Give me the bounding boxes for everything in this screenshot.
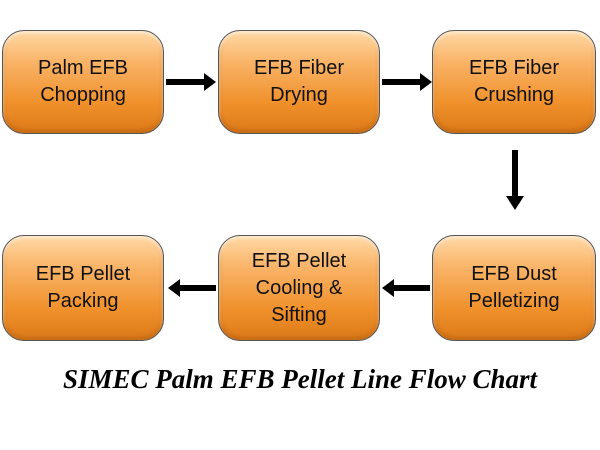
step-efb-dust-pelletizing: EFB Dust Pelletizing — [432, 235, 596, 341]
arrow-right-icon — [382, 73, 432, 91]
step-efb-fiber-crushing: EFB Fiber Crushing — [432, 30, 596, 134]
step-label: EFB Fiber Drying — [253, 57, 345, 106]
step-efb-pellet-packing: EFB Pellet Packing — [2, 235, 164, 341]
step-label: Palm EFB Chopping — [37, 57, 129, 106]
step-efb-pellet-cooling-sifting: EFB Pellet Cooling & Sifting — [218, 235, 380, 341]
step-label: EFB Pellet Cooling & Sifting — [251, 249, 347, 326]
chart-title: SIMEC Palm EFB Pellet Line Flow Chart — [62, 364, 538, 394]
step-label: EFB Pellet Packing — [35, 263, 131, 312]
step-efb-fiber-drying: EFB Fiber Drying — [218, 30, 380, 134]
arrow-down-icon — [506, 150, 524, 210]
arrow-left-icon — [382, 279, 430, 297]
step-label: EFB Dust Pelletizing — [468, 263, 560, 312]
arrow-left-icon — [168, 279, 216, 297]
step-palm-efb-chopping: Palm EFB Chopping — [2, 30, 164, 134]
step-label: EFB Fiber Crushing — [468, 57, 560, 106]
arrow-right-icon — [166, 73, 216, 91]
